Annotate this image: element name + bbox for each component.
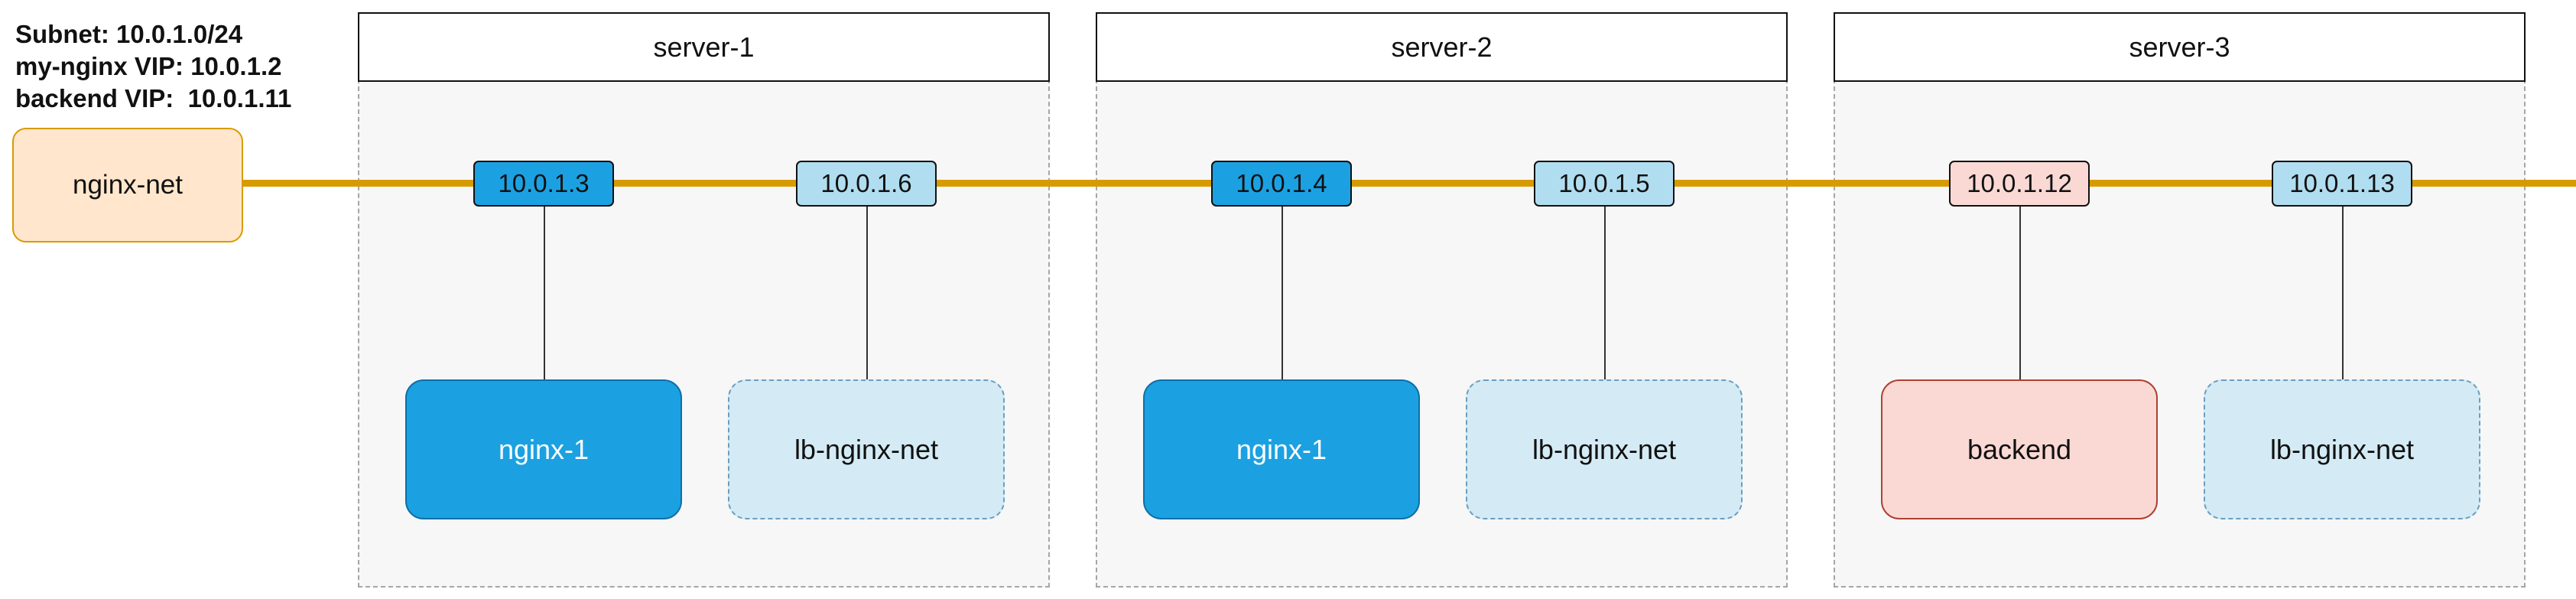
connector-server-3-backend	[2019, 205, 2021, 379]
connector-server-1-nginx	[544, 205, 545, 379]
ip-tag-server-3-lb[interactable]: 10.0.1.13	[2272, 161, 2412, 207]
nginx-net-node[interactable]: nginx-net	[12, 128, 243, 243]
server-2-nginx-node[interactable]: nginx-1	[1143, 379, 1420, 519]
server-1-title: server-1	[358, 12, 1050, 82]
connector-server-1-lb	[866, 205, 868, 379]
overlay-network-line	[243, 180, 2576, 187]
ip-tag-server-1-nginx[interactable]: 10.0.1.3	[473, 161, 614, 207]
connector-server-2-lb	[1604, 205, 1606, 379]
network-info: Subnet: 10.0.1.0/24 my-nginx VIP: 10.0.1.…	[15, 18, 291, 115]
server-2-lb-node[interactable]: lb-nginx-net	[1466, 379, 1743, 519]
ip-tag-server-3-backend[interactable]: 10.0.1.12	[1949, 161, 2090, 207]
node-label: nginx-1	[1236, 433, 1327, 465]
server-3-title: server-3	[1834, 12, 2526, 82]
server-2-title: server-2	[1096, 12, 1788, 82]
server-1-lb-node[interactable]: lb-nginx-net	[728, 379, 1005, 519]
node-label: lb-nginx-net	[2269, 433, 2415, 465]
backend-vip-label: backend VIP: 10.0.1.11	[15, 84, 292, 112]
node-label: lb-nginx-net	[794, 433, 939, 465]
nginx-vip-label: my-nginx VIP: 10.0.1.2	[15, 52, 282, 80]
ip-tag-server-1-lb[interactable]: 10.0.1.6	[796, 161, 937, 207]
server-3-lb-node[interactable]: lb-nginx-net	[2204, 379, 2480, 519]
connector-server-2-nginx	[1282, 205, 1283, 379]
nginx-net-label: nginx-net	[73, 170, 183, 200]
node-label: nginx-1	[498, 433, 590, 465]
node-label: lb-nginx-net	[1532, 433, 1677, 465]
ip-tag-server-2-nginx[interactable]: 10.0.1.4	[1211, 161, 1352, 207]
node-label: backend	[1967, 433, 2072, 465]
connector-server-3-lb	[2342, 205, 2344, 379]
ip-tag-server-2-lb[interactable]: 10.0.1.5	[1534, 161, 1675, 207]
subnet-label: Subnet: 10.0.1.0/24	[15, 20, 243, 48]
server-3-backend-node[interactable]: backend	[1881, 379, 2158, 519]
server-1-nginx-node[interactable]: nginx-1	[405, 379, 682, 519]
